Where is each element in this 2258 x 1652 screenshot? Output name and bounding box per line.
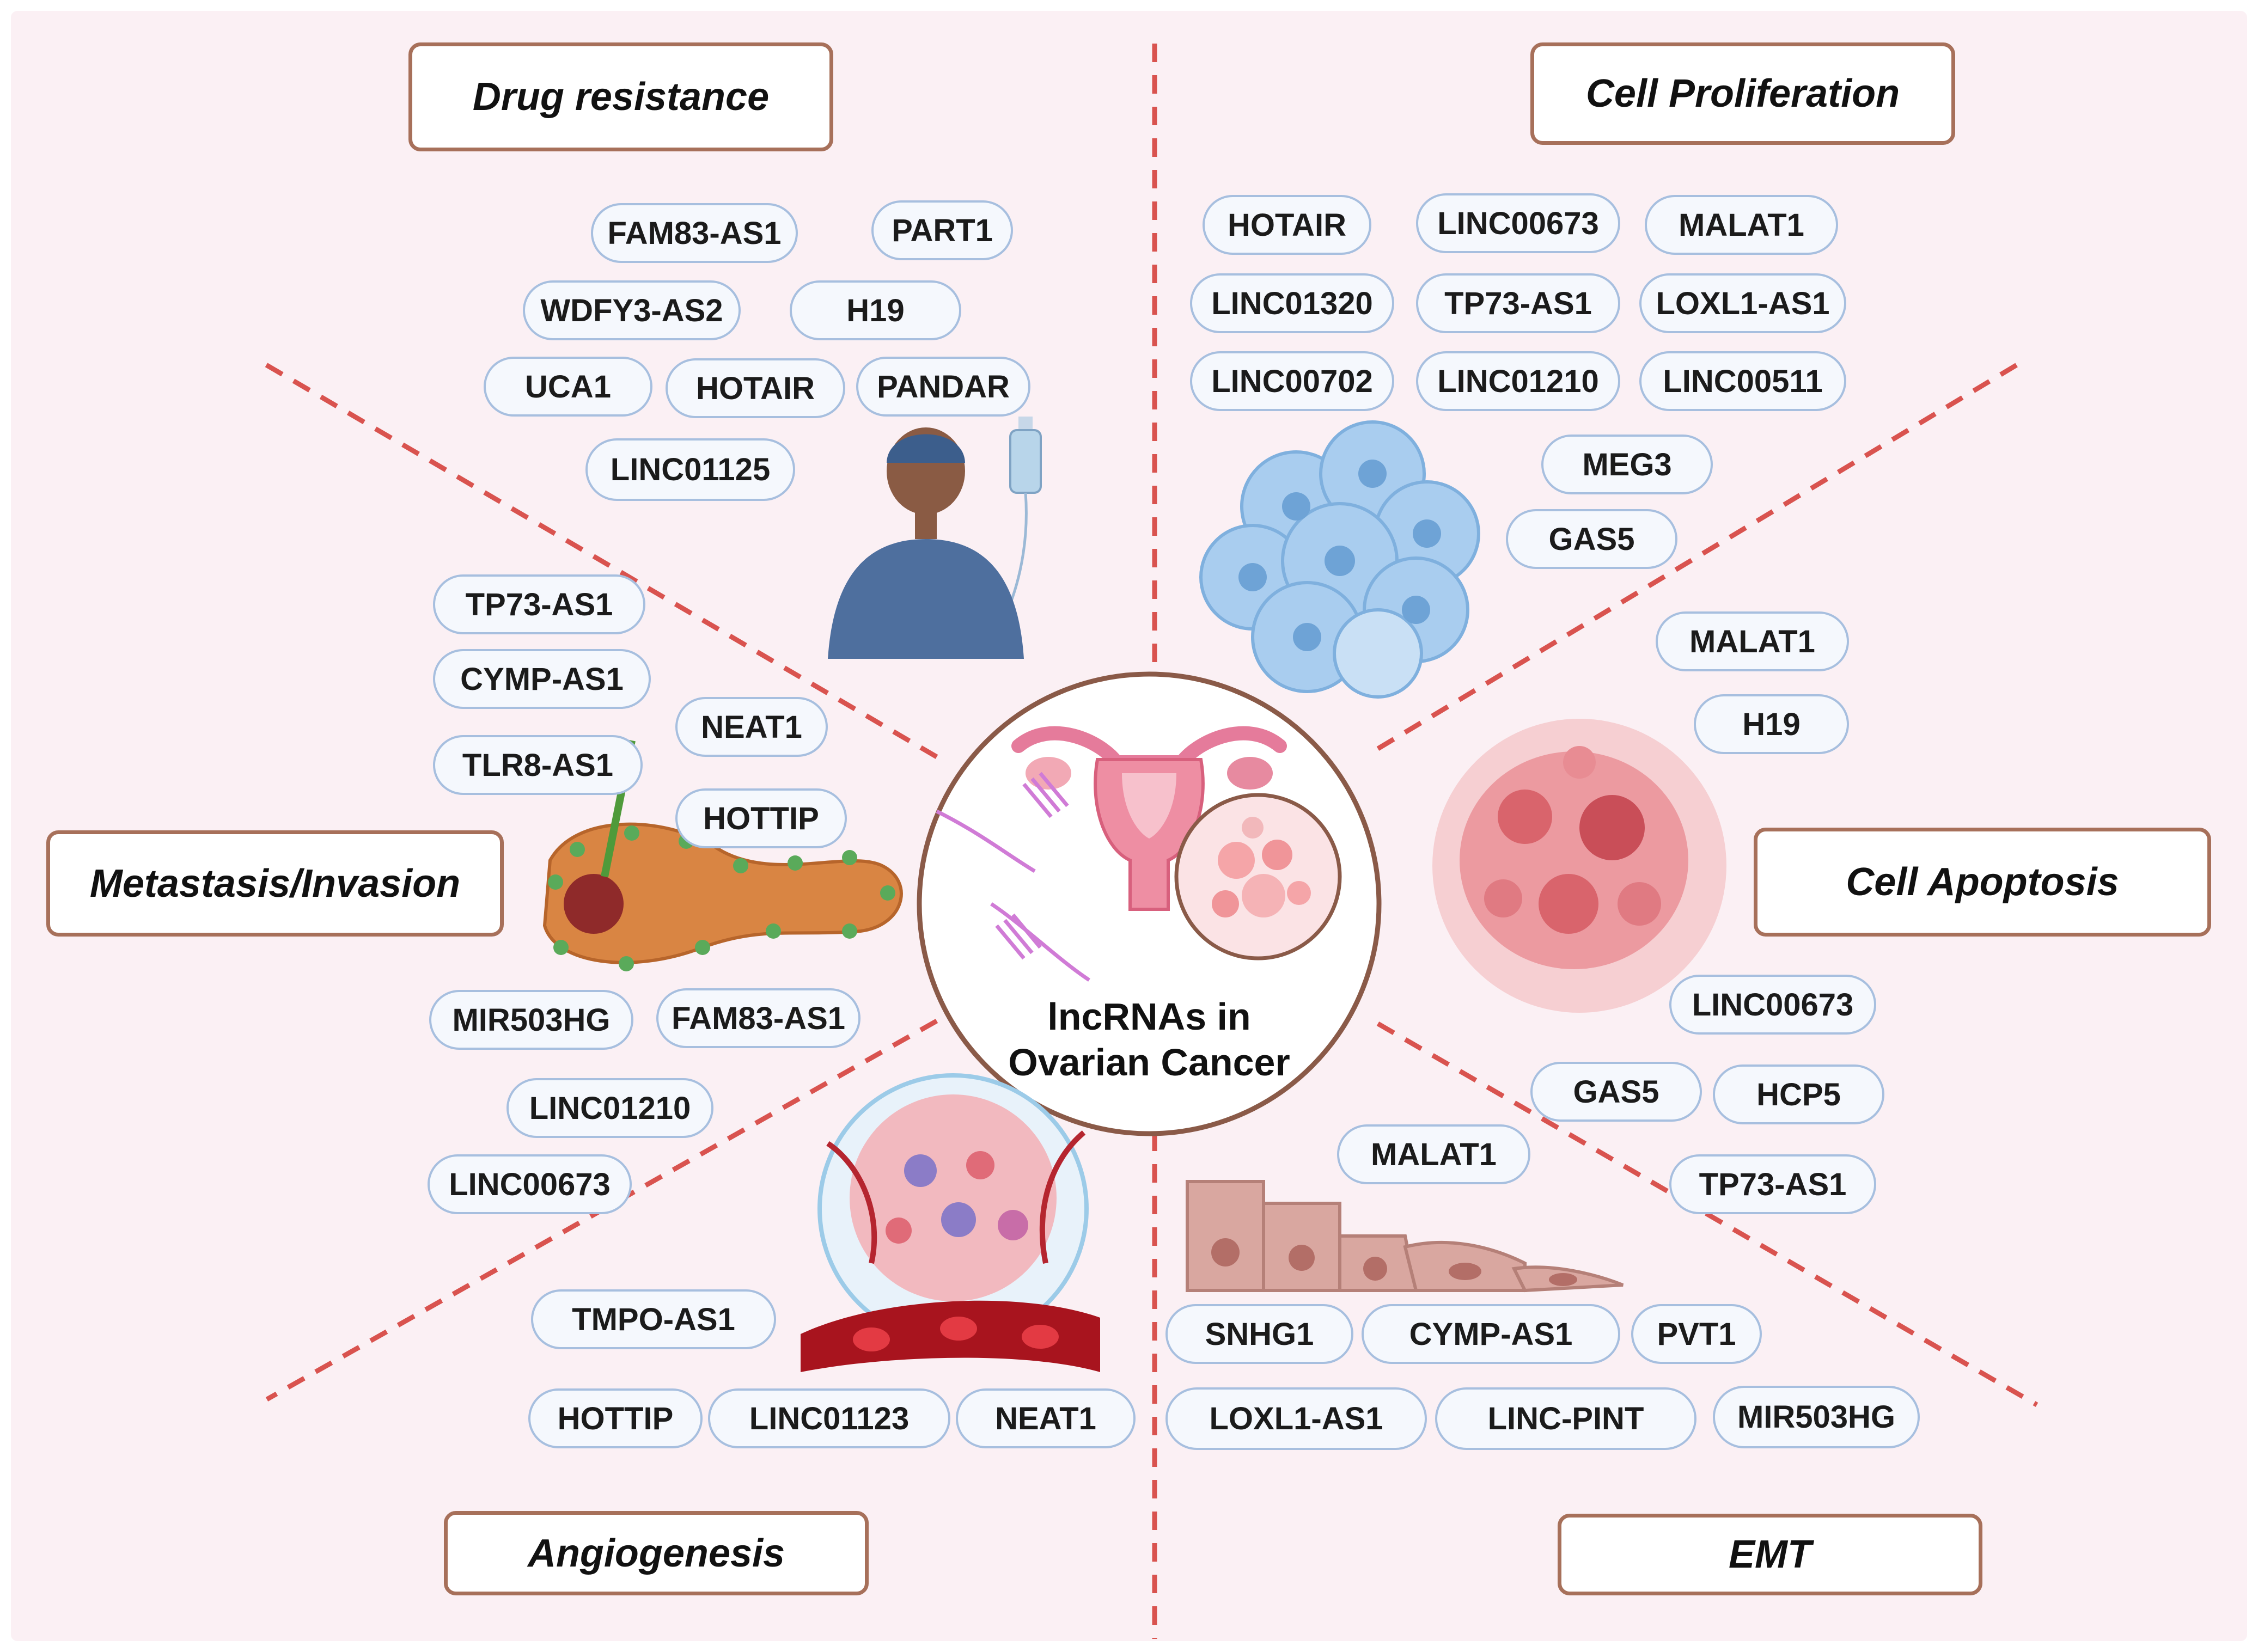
gene-pill: UCA1 [484,357,652,417]
gene-pill: LINC00673 [428,1154,632,1214]
label-angiogenesis: Angiogenesis [444,1511,869,1595]
gene-pill: TMPO-AS1 [531,1289,776,1349]
gene-pill: HOTTIP [528,1388,703,1448]
gene-pill: TP73-AS1 [1669,1154,1876,1214]
gene-pill: HOTTIP [675,788,847,848]
angiogenesis-tumor-icon [801,1073,1100,1372]
gene-pill: LINC00673 [1416,193,1620,253]
rna-strand-icon [936,772,1090,982]
gene-pill: LINC01125 [585,438,795,501]
gene-pill: NEAT1 [956,1388,1136,1448]
gene-pill: LINC01210 [506,1078,713,1138]
divider-lines [260,44,2039,1639]
gene-pill: TP73-AS1 [433,574,645,634]
gene-pill: HOTAIR [1203,195,1371,255]
gene-pill: LINC01320 [1190,273,1394,333]
gene-pill: PART1 [871,200,1013,260]
gene-pill: LINC00511 [1639,351,1846,411]
gene-pill: PANDAR [856,357,1030,417]
gene-pill: CYMP-AS1 [1362,1304,1620,1364]
gene-pill: MIR503HG [429,990,633,1050]
center-title-line2: Ovarian Cancer [1008,1041,1290,1084]
label-cell-apoptosis: Cell Apoptosis [1754,828,2211,937]
emt-nuclei [1211,1238,1577,1286]
cell-nuclei [1238,460,1441,651]
gene-pill: HCP5 [1713,1064,1884,1124]
patient-icon [828,417,1042,659]
metastasis-nodules [548,825,895,971]
gene-pill: FAM83-AS1 [656,988,861,1048]
gene-pill: SNHG1 [1165,1304,1353,1364]
apoptosis-cluster-icon [1432,719,1726,1013]
gene-pill: MALAT1 [1337,1124,1530,1184]
gene-pill: LOXL1-AS1 [1639,273,1846,333]
label-drug-resistance: Drug resistance [408,42,833,151]
center-title-line1: lncRNAs in [1047,995,1251,1038]
label-cell-proliferation: Cell Proliferation [1530,42,1955,145]
gene-pill: HOTAIR [666,358,845,418]
gene-pill: TP73-AS1 [1416,273,1620,333]
gene-pill: H19 [790,280,961,340]
gene-pill: NEAT1 [675,697,828,757]
gene-pill: PVT1 [1631,1304,1762,1364]
gene-pill: MEG3 [1541,435,1713,494]
gene-pill: H19 [1694,694,1849,754]
tumor-icon [1174,793,1342,960]
gene-pill: LINC01123 [708,1388,950,1448]
label-metastasis-invasion: Metastasis/Invasion [46,830,504,937]
center-title: lncRNAs in Ovarian Cancer [975,994,1323,1085]
gene-pill: MIR503HG [1713,1386,1920,1448]
gene-pill: FAM83-AS1 [591,203,798,263]
gene-pill: LINC00702 [1190,351,1394,411]
gene-pill: WDFY3-AS2 [523,280,741,340]
gene-pill: GAS5 [1506,509,1677,569]
gene-pill: MALAT1 [1645,195,1838,255]
gene-pill: LINC01210 [1416,351,1620,411]
gene-pill: MALAT1 [1656,611,1849,671]
uterus-icon [1011,726,1287,911]
gene-pill: LINC00673 [1669,975,1876,1035]
gene-pill: TLR8-AS1 [433,735,643,795]
gene-pill: GAS5 [1530,1062,1702,1122]
gene-pill: LOXL1-AS1 [1165,1387,1427,1450]
gene-pill: CYMP-AS1 [433,649,651,709]
label-emt: EMT [1558,1514,1982,1595]
gene-pill: LINC-PINT [1435,1387,1696,1450]
